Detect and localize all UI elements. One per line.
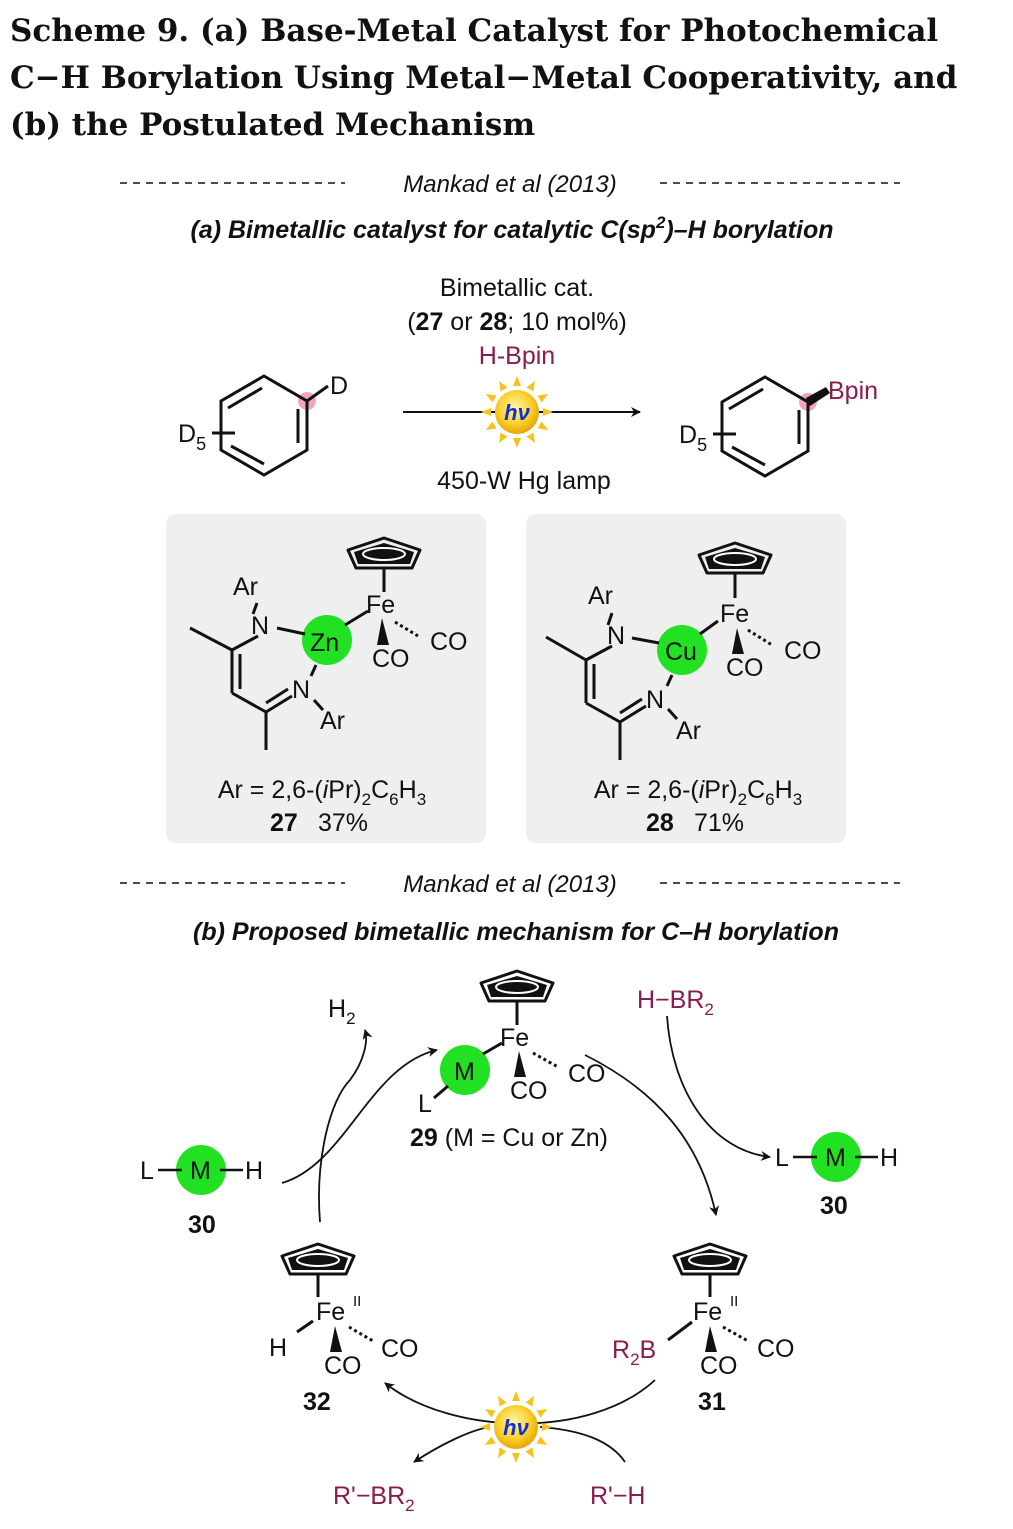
complex-32-structure xyxy=(280,1242,374,1352)
lmh-right xyxy=(793,1132,878,1182)
hv-label-cycle: hν xyxy=(503,1415,529,1440)
sun-icon-cycle: hν xyxy=(480,1391,552,1463)
substrate-d5: D5 xyxy=(178,420,206,454)
cat27-co-right: CO xyxy=(430,628,468,656)
h2-product: H2 xyxy=(328,995,356,1028)
cat27-fe: Fe xyxy=(366,591,395,619)
cat28-co-right: CO xyxy=(784,637,822,665)
substrate-d: D xyxy=(330,372,348,400)
catalyst-27-structure xyxy=(189,536,422,750)
arrow-to-h2 xyxy=(318,1029,373,1223)
c31-ox: II xyxy=(730,1293,738,1310)
arrow-to-product xyxy=(413,1426,491,1463)
cat28-ar-top: Ar xyxy=(588,582,613,610)
lmh-right-h: H xyxy=(880,1144,898,1172)
cat28-fe: Fe xyxy=(720,600,749,628)
cat27-yield: 37% xyxy=(318,809,368,837)
section-b-title: (b) Proposed bimetallic mechanism for C–… xyxy=(193,918,839,946)
cat27-ar-bottom: Ar xyxy=(320,707,345,735)
cat28-ar-definition: Ar = 2,6-(iPr)2C6H3 xyxy=(594,776,802,809)
lmh-right-l: L xyxy=(775,1144,789,1172)
c32-fe: Fe xyxy=(316,1298,345,1326)
lmh-right-label: 30 xyxy=(820,1192,848,1220)
scheme-caption: Scheme 9. (a) Base-Metal Catalyst for Ph… xyxy=(10,13,958,143)
cat27-n-top: N xyxy=(251,612,269,640)
cat27-n-bottom: N xyxy=(292,676,310,704)
c32-co-right: CO xyxy=(381,1335,419,1363)
product-r-br2: R'−BR2 xyxy=(333,1482,415,1515)
product-d5: D5 xyxy=(679,421,707,455)
cat27-label: 27 xyxy=(270,809,298,837)
catalyst-28-panel xyxy=(526,514,846,843)
conditions-line1: Bimetallic cat. xyxy=(440,274,594,302)
product-bpin: Bpin xyxy=(828,377,878,405)
conditions-line2: (27 or 28; 10 mol%) xyxy=(407,308,627,336)
lmh-left-h: H xyxy=(245,1157,263,1185)
cat27-ar-definition: Ar = 2,6-(iPr)2C6H3 xyxy=(218,776,426,809)
complex-31-structure xyxy=(667,1242,749,1352)
sun-icon: hν xyxy=(481,376,553,448)
arrow-from-substrate xyxy=(539,1426,626,1463)
lmh-left-label: 30 xyxy=(188,1211,216,1239)
product-benzene xyxy=(713,375,830,478)
c31-r2b: R2B xyxy=(612,1336,656,1369)
lmh-left xyxy=(158,1145,243,1195)
cat28-label: 28 xyxy=(646,809,674,837)
cat28-n-top: N xyxy=(607,622,625,650)
c32-label: 32 xyxy=(303,1388,331,1416)
section-a-title: (a) Bimetallic catalyst for catalytic C(… xyxy=(191,213,834,244)
cat28-metal: Cu xyxy=(665,638,697,666)
cat27-metal: Zn xyxy=(310,629,339,657)
c29-label: 29 (M = Cu or Zn) xyxy=(410,1124,608,1152)
c29-m: M xyxy=(454,1058,475,1086)
lmh-left-m: M xyxy=(190,1157,211,1185)
arrow-lmh-out xyxy=(666,1015,771,1161)
hv-label: hν xyxy=(504,400,530,425)
cat27-ar-top: Ar xyxy=(233,573,258,601)
c31-co-down: CO xyxy=(700,1352,738,1380)
hbr2-reagent: H−BR2 xyxy=(637,986,714,1019)
section-a-source: Mankad et al (2013) xyxy=(403,171,616,198)
substrate-r-h: R'−H xyxy=(590,1482,645,1510)
c29-co-down: CO xyxy=(510,1077,548,1105)
c29-l: L xyxy=(418,1090,432,1118)
catalyst-28-structure xyxy=(545,541,773,760)
cat28-co-down: CO xyxy=(726,654,764,682)
c31-fe: Fe xyxy=(693,1298,722,1326)
section-b-source: Mankad et al (2013) xyxy=(403,871,616,898)
arrow-to-29 xyxy=(281,1047,438,1184)
lmh-left-l: L xyxy=(140,1157,154,1185)
arrow-to-31 xyxy=(584,1054,720,1216)
catalyst-27-panel xyxy=(166,514,486,843)
c31-label: 31 xyxy=(698,1388,726,1416)
lamp-label: 450-W Hg lamp xyxy=(437,467,611,495)
substrate-benzene xyxy=(212,374,329,477)
c29-co-right: CO xyxy=(568,1060,606,1088)
reagent-hbpin: H-Bpin xyxy=(479,342,555,370)
cat28-ar-bottom: Ar xyxy=(676,717,701,745)
c32-co-down: CO xyxy=(324,1352,362,1380)
complex-29-structure xyxy=(433,969,559,1100)
lmh-right-m: M xyxy=(825,1144,846,1172)
c32-ox: II xyxy=(353,1293,361,1310)
cat27-co-down: CO xyxy=(372,645,410,673)
cat28-n-bottom: N xyxy=(646,686,664,714)
c32-h: H xyxy=(269,1334,287,1362)
c29-fe: Fe xyxy=(500,1024,529,1052)
cat28-yield: 71% xyxy=(694,809,744,837)
c31-co-right: CO xyxy=(757,1335,795,1363)
